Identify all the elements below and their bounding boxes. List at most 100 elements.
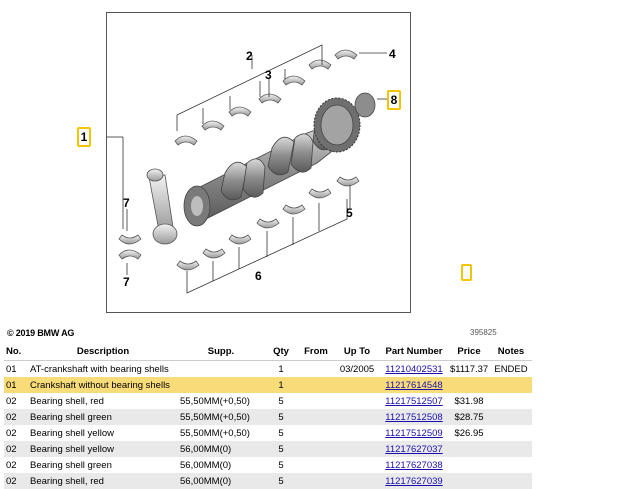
cell-upto: [334, 409, 380, 425]
callout-5[interactable]: 5: [346, 206, 353, 220]
cell-description: Bearing shell, red: [28, 473, 178, 489]
cell-from: [298, 393, 334, 409]
cell-no: 01: [4, 360, 28, 377]
part-number-link[interactable]: 11217512507: [385, 395, 443, 407]
cell-description: Bearing shell green: [28, 409, 178, 425]
cell-upto: [334, 377, 380, 393]
col-qty-header: Qty: [264, 343, 298, 361]
crankshaft-part: [183, 92, 376, 227]
cell-description: Bearing shell yellow: [28, 425, 178, 441]
cell-part-number: 11217512509: [380, 425, 448, 441]
col-notes-header: Notes: [490, 343, 532, 361]
cell-notes: ENDED: [490, 360, 532, 377]
cell-no: 02: [4, 441, 28, 457]
cell-no: 02: [4, 393, 28, 409]
cell-upto: [334, 473, 380, 489]
callout-7-top[interactable]: 7: [123, 196, 130, 210]
cell-supp: 56,00MM(0): [178, 457, 264, 473]
bearing-shells-bottom: [118, 176, 360, 271]
cell-no: 02: [4, 473, 28, 489]
cell-supp: 55,50MM(+0,50): [178, 409, 264, 425]
table-header-row: No. Description Supp. Qty From Up To Par…: [4, 343, 532, 361]
part-number-link[interactable]: 11217627038: [385, 459, 443, 471]
cell-part-number: 11217627039: [380, 473, 448, 489]
cell-supp: [178, 377, 264, 393]
part-number-link[interactable]: 11217512509: [385, 427, 443, 439]
cell-no: 01: [4, 377, 28, 393]
col-no-header: No.: [4, 343, 28, 361]
table-row[interactable]: 02 Bearing shell green 55,50MM(+0,50) 5 …: [4, 409, 532, 425]
cell-price: [448, 377, 490, 393]
cell-part-number: 11217512507: [380, 393, 448, 409]
callout-3[interactable]: 3: [265, 68, 272, 82]
callout-2[interactable]: 2: [246, 49, 253, 63]
diagram-id: 395825: [470, 328, 497, 337]
table-row[interactable]: 01 AT-crankshaft with bearing shells 1 0…: [4, 360, 532, 377]
table-row-selected[interactable]: 01 Crankshaft without bearing shells 1 1…: [4, 377, 532, 393]
cell-qty: 5: [264, 393, 298, 409]
bearing-shells-top: [174, 49, 358, 146]
table-row[interactable]: 02 Bearing shell yellow 55,50MM(+0,50) 5…: [4, 425, 532, 441]
cell-supp: 56,00MM(0): [178, 441, 264, 457]
cell-from: [298, 409, 334, 425]
cell-price: $1117.37: [448, 360, 490, 377]
cell-supp: [178, 360, 264, 377]
col-part-number-header: Part Number: [380, 343, 448, 361]
cell-from: [298, 441, 334, 457]
cell-from: [298, 425, 334, 441]
cell-qty: 5: [264, 473, 298, 489]
cell-no: 02: [4, 409, 28, 425]
cell-upto: [334, 457, 380, 473]
cell-notes: [490, 473, 532, 489]
parts-table: No. Description Supp. Qty From Up To Par…: [4, 343, 532, 489]
cell-notes: [490, 425, 532, 441]
cell-price: [448, 441, 490, 457]
cell-description: Bearing shell, red: [28, 393, 178, 409]
col-description-header: Description: [28, 343, 178, 361]
table-row[interactable]: 02 Bearing shell yellow 56,00MM(0) 5 112…: [4, 441, 532, 457]
col-price-header: Price: [448, 343, 490, 361]
cell-from: [298, 473, 334, 489]
part-number-link[interactable]: 11217627037: [385, 443, 443, 455]
part-number-link[interactable]: 11217614548: [385, 379, 443, 391]
part-number-link[interactable]: 11210402531: [385, 363, 443, 375]
crankshaft-illustration: [107, 44, 387, 294]
cell-description: AT-crankshaft with bearing shells: [28, 360, 178, 377]
cell-notes: [490, 393, 532, 409]
cell-from: [298, 457, 334, 473]
connecting-rod-part: [146, 168, 178, 245]
table-row[interactable]: 02 Bearing shell, red 55,50MM(+0,50) 5 1…: [4, 393, 532, 409]
callout-1[interactable]: 1: [77, 127, 91, 147]
cell-notes: [490, 457, 532, 473]
table-row[interactable]: 02 Bearing shell green 56,00MM(0) 5 1121…: [4, 457, 532, 473]
cell-supp: 56,00MM(0): [178, 473, 264, 489]
cell-price: [448, 457, 490, 473]
cell-supp: 55,50MM(+0,50): [178, 393, 264, 409]
cell-no: 02: [4, 457, 28, 473]
callout-7-bottom[interactable]: 7: [123, 275, 130, 289]
cell-supp: 55,50MM(+0,50): [178, 425, 264, 441]
cell-description: Bearing shell yellow: [28, 441, 178, 457]
cell-price: $28.75: [448, 409, 490, 425]
empty-callout-marker[interactable]: [461, 264, 472, 281]
cell-upto: 03/2005: [334, 360, 380, 377]
cell-upto: [334, 393, 380, 409]
leader-lines: [107, 44, 387, 294]
cell-upto: [334, 425, 380, 441]
cell-from: [298, 360, 334, 377]
cell-price: $31.98: [448, 393, 490, 409]
callout-8[interactable]: 8: [387, 90, 401, 110]
cell-qty: 5: [264, 457, 298, 473]
part-number-link[interactable]: 11217512508: [385, 411, 443, 423]
callout-6[interactable]: 6: [255, 269, 262, 283]
cell-part-number: 11217512508: [380, 409, 448, 425]
table-row[interactable]: 02 Bearing shell, red 56,00MM(0) 5 11217…: [4, 473, 532, 489]
cell-description: Bearing shell green: [28, 457, 178, 473]
callout-4[interactable]: 4: [389, 47, 396, 61]
col-supp-header: Supp.: [178, 343, 264, 361]
part-number-link[interactable]: 11217627039: [385, 475, 443, 487]
cell-notes: [490, 441, 532, 457]
cell-price: [448, 473, 490, 489]
cell-notes: [490, 377, 532, 393]
cell-part-number: 11217614548: [380, 377, 448, 393]
